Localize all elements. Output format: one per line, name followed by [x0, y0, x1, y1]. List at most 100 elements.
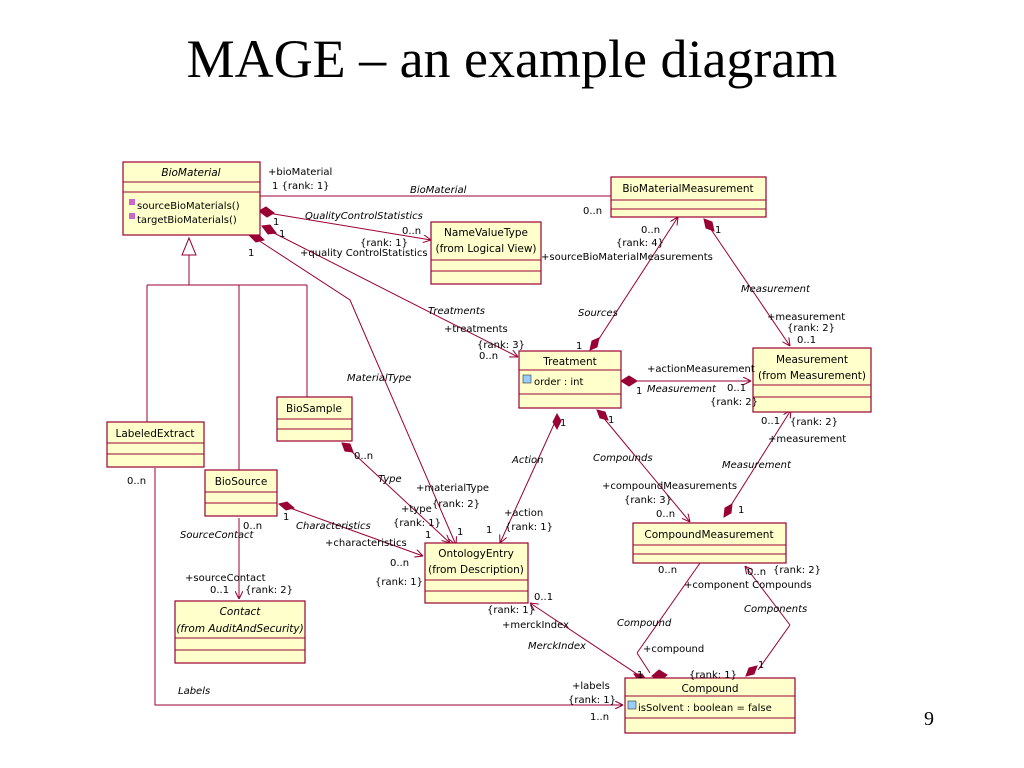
svg-text:1..n: 1..n: [590, 712, 609, 723]
svg-text:{rank: 1}: {rank: 1}: [568, 695, 616, 706]
svg-text:0..1: 0..1: [210, 585, 229, 596]
svg-text:+treatments: +treatments: [444, 324, 508, 335]
svg-text:(from Description): (from Description): [428, 564, 524, 576]
svg-text:1: 1: [576, 341, 582, 352]
class-labeledextract[interactable]: LabeledExtract: [106, 421, 205, 468]
svg-text:+compoundMeasurements: +compoundMeasurements: [602, 481, 737, 492]
class-biosample[interactable]: BioSample: [276, 396, 353, 442]
attribute-icon: [627, 700, 637, 710]
svg-text:1: 1: [457, 527, 463, 538]
svg-text:{rank: 1}: {rank: 1}: [360, 238, 408, 249]
class-biosource[interactable]: BioSource: [204, 469, 278, 517]
svg-text:BioSource: BioSource: [215, 476, 268, 488]
class-compound[interactable]: Compound isSolvent : boolean = false: [624, 677, 796, 734]
page-number: 9: [924, 708, 934, 730]
svg-text:1: 1: [608, 415, 614, 426]
svg-text:0..n: 0..n: [479, 351, 498, 362]
svg-text:Action: Action: [511, 455, 544, 466]
class-ontologyentry[interactable]: OntologyEntry (from Description): [424, 542, 529, 604]
svg-text:Measurement: Measurement: [647, 384, 717, 395]
connectors: [146, 196, 791, 705]
svg-text:MerckIndex: MerckIndex: [528, 641, 586, 652]
svg-text:0..n: 0..n: [402, 226, 421, 237]
svg-text:{rank: 3}: {rank: 3}: [624, 495, 672, 506]
svg-text:Measurement: Measurement: [741, 284, 811, 295]
svg-text:+labels: +labels: [572, 681, 610, 692]
class-biomaterialmeasurement[interactable]: BioMaterialMeasurement: [610, 176, 767, 218]
svg-text:+bioMaterial: +bioMaterial: [268, 167, 332, 178]
svg-text:+merckIndex: +merckIndex: [502, 620, 569, 631]
svg-text:Components: Components: [744, 604, 807, 615]
svg-text:{rank: 2}: {rank: 2}: [787, 323, 835, 334]
svg-text:1: 1: [637, 670, 643, 681]
svg-text:+component Compounds: +component Compounds: [684, 580, 812, 591]
operation-icon: [129, 199, 135, 205]
svg-text:{rank: 2}: {rank: 2}: [790, 417, 838, 428]
svg-text:1: 1: [273, 217, 279, 228]
svg-text:0..n: 0..n: [656, 509, 675, 520]
class-compoundmeasurement[interactable]: CompoundMeasurement: [632, 522, 787, 564]
svg-text:(from Measurement): (from Measurement): [758, 370, 866, 382]
svg-text:Treatment: Treatment: [542, 356, 596, 368]
svg-text:+quality ControlStatistics: +quality ControlStatistics: [300, 248, 428, 259]
svg-text:1: 1: [738, 505, 744, 516]
svg-text:LabeledExtract: LabeledExtract: [115, 428, 194, 440]
svg-text:{rank: 4}: {rank: 4}: [616, 238, 664, 249]
svg-text:+sourceBioMaterialMeasurements: +sourceBioMaterialMeasurements: [541, 252, 713, 263]
svg-text:1: 1: [636, 386, 642, 397]
svg-text:Compound: Compound: [617, 618, 672, 629]
class-treatment[interactable]: Treatment order : int: [518, 350, 622, 409]
svg-text:isSolvent : boolean = false: isSolvent : boolean = false: [638, 703, 772, 714]
svg-text:0..n: 0..n: [243, 521, 262, 532]
svg-text:Type: Type: [378, 474, 402, 485]
svg-text:QualityControlStatistics: QualityControlStatistics: [305, 211, 423, 222]
operation-icon: [129, 213, 135, 219]
svg-text:+measurement: +measurement: [768, 434, 846, 445]
svg-text:Labels: Labels: [178, 686, 210, 697]
svg-text:0..1: 0..1: [727, 383, 746, 394]
svg-text:+characteristics: +characteristics: [325, 538, 407, 549]
svg-text:SourceContact: SourceContact: [180, 530, 255, 541]
svg-text:+compound: +compound: [643, 644, 704, 655]
svg-text:targetBioMaterials(): targetBioMaterials(): [137, 215, 237, 226]
slide-title: MAGE – an example diagram: [186, 29, 838, 89]
svg-text:BioMaterialMeasurement: BioMaterialMeasurement: [622, 183, 753, 195]
class-contact[interactable]: Contact (from AuditAndSecurity): [174, 600, 306, 664]
svg-text:{rank: 1}: {rank: 1}: [393, 518, 441, 529]
svg-text:sourceBioMaterials(): sourceBioMaterials(): [137, 201, 240, 212]
svg-text:0..n: 0..n: [354, 451, 373, 462]
svg-text:0..n: 0..n: [583, 206, 602, 217]
svg-text:0..n: 0..n: [641, 225, 660, 236]
svg-text:BioSample: BioSample: [286, 403, 342, 415]
svg-text:+type: +type: [401, 504, 432, 515]
svg-text:Characteristics: Characteristics: [296, 521, 371, 532]
class-namevaluetype[interactable]: NameValueType (from Logical View): [430, 221, 542, 285]
svg-text:Sources: Sources: [578, 308, 618, 319]
svg-text:{rank: 1}: {rank: 1}: [375, 577, 423, 588]
svg-text:0..n: 0..n: [747, 567, 766, 578]
svg-text:{rank: 2}: {rank: 2}: [245, 585, 293, 596]
svg-text:OntologyEntry: OntologyEntry: [438, 548, 514, 560]
svg-text:Measurement: Measurement: [722, 460, 792, 471]
svg-text:Compounds: Compounds: [593, 453, 653, 464]
svg-text:{rank: 2}: {rank: 2}: [710, 397, 758, 408]
class-biomaterial[interactable]: BioMaterial sourceBioMaterials() targetB…: [122, 161, 261, 236]
svg-text:NameValueType: NameValueType: [444, 227, 528, 239]
svg-text:+action: +action: [504, 508, 543, 519]
svg-text:MaterialType: MaterialType: [347, 373, 411, 384]
svg-text:1: 1: [758, 660, 764, 671]
svg-text:1: 1: [283, 512, 289, 523]
svg-text:{rank: 1}: {rank: 1}: [505, 522, 553, 533]
svg-text:Measurement: Measurement: [776, 354, 848, 366]
svg-text:{rank: 1}: {rank: 1}: [689, 670, 737, 681]
svg-text:0..n: 0..n: [658, 565, 677, 576]
svg-text:{rank: 2}: {rank: 2}: [773, 565, 821, 576]
svg-text:0..1: 0..1: [797, 335, 816, 346]
svg-text:+actionMeasurement: +actionMeasurement: [647, 364, 755, 375]
svg-text:1: 1: [715, 225, 721, 236]
svg-text:BioMaterial: BioMaterial: [161, 167, 220, 179]
svg-text:1 {rank: 1}: 1 {rank: 1}: [272, 181, 330, 192]
class-measurement[interactable]: Measurement (from Measurement): [752, 347, 872, 413]
svg-text:1: 1: [560, 418, 566, 429]
